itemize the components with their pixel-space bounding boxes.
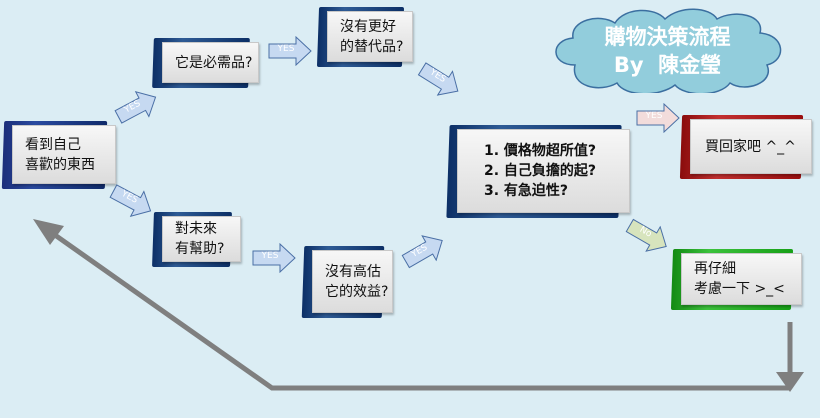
checklist-item: 2. 自己負擔的起?: [484, 163, 597, 179]
node-buy-label: 買回家吧 ^_^: [690, 119, 812, 174]
node-alternative: 沒有更好 的替代品?: [316, 7, 413, 67]
node-start-label: 看到自己 喜歡的東西: [12, 125, 116, 184]
checklist-item: 3. 有急迫性?: [484, 183, 569, 199]
no-arrow: No: [621, 212, 674, 260]
node-overestimate: 沒有高估 它的效益?: [301, 246, 393, 318]
title-line-1: 購物決策流程: [604, 25, 731, 49]
node-rethink: 再仔細 考慮一下 >_<: [670, 249, 802, 310]
node-overestimate-label: 沒有高估 它的效益?: [312, 250, 393, 313]
node-start: 看到自己 喜歡的東西: [1, 121, 116, 189]
yes-arrow: YES: [397, 227, 450, 275]
yes-arrow: YES: [413, 56, 466, 105]
node-future: 對未來 有幫助?: [152, 212, 241, 267]
node-buy: 買回家吧 ^_^: [679, 115, 812, 179]
node-checklist: 1. 價格物超所值? 2. 自己負擔的起? 3. 有急迫性?: [446, 125, 630, 218]
node-rethink-label: 再仔細 考慮一下 >_<: [681, 253, 802, 305]
checklist-item: 1. 價格物超所值?: [484, 143, 597, 159]
yes-arrow: YES: [106, 177, 159, 224]
buy-yes-arrow: YES: [636, 103, 680, 133]
yes-arrow: YES: [111, 83, 164, 130]
yes-arrow: YES: [268, 36, 312, 66]
title-cloud: 購物決策流程 By 陳金瑩: [545, 5, 790, 93]
node-necessity-label: 它是必需品?: [162, 42, 259, 83]
node-necessity: 它是必需品?: [152, 38, 259, 88]
title-line-2: By 陳金瑩: [613, 53, 722, 77]
node-alternative-label: 沒有更好 的替代品?: [327, 11, 413, 62]
node-future-label: 對未來 有幫助?: [162, 216, 241, 262]
yes-arrow: YES: [252, 243, 296, 273]
